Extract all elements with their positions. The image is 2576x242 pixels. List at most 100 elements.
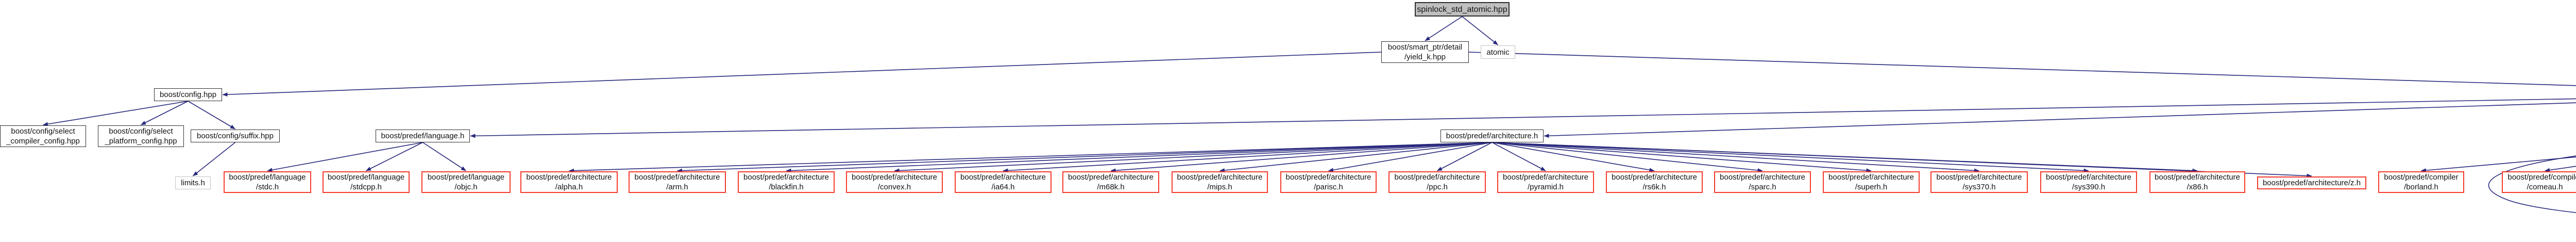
graph-node-rs6k[interactable]: boost/predef/architecture/rs6k.h xyxy=(1606,171,1703,193)
graph-node-objc[interactable]: boost/predef/language/objc.h xyxy=(421,171,511,193)
edge-yield_k-predef xyxy=(1468,52,2576,86)
graph-node-label: /convex.h xyxy=(877,183,911,191)
edge-arch-pyramid xyxy=(1492,142,1546,171)
graph-node-label: boost/predef/compiler xyxy=(2507,173,2576,182)
graph-node-label: boost/predef/language xyxy=(327,173,405,182)
graph-node-label: boost/smart_ptr/detail xyxy=(1387,43,1463,52)
graph-node-sparc[interactable]: boost/predef/architecture/sparc.h xyxy=(1714,171,1811,193)
graph-node-label: /borland.h xyxy=(2404,183,2438,191)
edge-arch-sys390 xyxy=(1492,142,2089,173)
edge-predef-arch xyxy=(1544,102,2576,138)
graph-node-label: boost/predef/architecture xyxy=(1285,173,1371,182)
graph-node-label: boost/config/select xyxy=(109,127,173,136)
graph-node-x86[interactable]: boost/predef/architecture/x86.h xyxy=(2149,171,2245,193)
graph-node-label: /arm.h xyxy=(666,183,688,191)
graph-node-sel_plat[interactable]: boost/config/select_platform_config.hpp xyxy=(98,125,184,147)
edge-predef-language xyxy=(470,98,2576,138)
graph-node-stdc[interactable]: boost/predef/language/stdc.h xyxy=(224,171,311,193)
graph-node-label: boost/predef/architecture xyxy=(1936,173,2022,182)
graph-node-pyramid[interactable]: boost/predef/architecture/pyramid.h xyxy=(1497,171,1594,193)
graph-node-blackfin[interactable]: boost/predef/architecture/blackfin.h xyxy=(738,171,835,193)
graph-node-label: boost/config/suffix.hpp xyxy=(197,132,274,140)
edge-compiler-clang xyxy=(2488,155,2576,213)
edge-arch-blackfin xyxy=(786,142,1493,173)
edge-yield_k-config xyxy=(222,52,1382,97)
edge-config-sel_plat xyxy=(141,101,189,125)
graph-node-atomic: atomic xyxy=(1481,45,1515,59)
graph-node-label: limits.h xyxy=(181,179,205,187)
graph-node-label: boost/config/select xyxy=(11,127,75,136)
graph-node-label: /x86.h xyxy=(2187,183,2208,191)
edge-arch-parisc xyxy=(1328,142,1493,172)
graph-node-ia64[interactable]: boost/predef/architecture/ia64.h xyxy=(955,171,1052,193)
graph-node-label: boost/predef/language xyxy=(229,173,306,182)
graph-node-label: boost/predef/language.h xyxy=(381,132,465,140)
graph-node-borland[interactable]: boost/predef/compiler/borland.h xyxy=(2378,171,2464,193)
graph-node-z[interactable]: boost/predef/architecture/z.h xyxy=(2257,176,2366,189)
graph-node-label: /pyramid.h xyxy=(1527,183,1564,191)
edge-language-stdc xyxy=(267,142,423,172)
edge-arch-ppc xyxy=(1437,142,1493,171)
graph-node-label: boost/predef/architecture xyxy=(634,173,720,182)
graph-node-label: /sys370.h xyxy=(1962,183,1996,191)
graph-node-sys370[interactable]: boost/predef/architecture/sys370.h xyxy=(1930,171,2028,193)
graph-node-label: /stdc.h xyxy=(256,183,279,191)
edge-arch-z xyxy=(1492,142,2312,178)
graph-node-label: /objc.h xyxy=(454,183,478,191)
graph-node-alpha[interactable]: boost/predef/architecture/alpha.h xyxy=(520,171,618,193)
graph-node-config[interactable]: boost/config.hpp xyxy=(154,88,222,101)
graph-node-label: /ia64.h xyxy=(991,183,1015,191)
graph-node-label: boost/predef/architecture xyxy=(1828,173,1914,182)
edge-arch-convex xyxy=(894,142,1493,173)
graph-node-suffix[interactable]: boost/config/suffix.hpp xyxy=(191,130,280,142)
graph-node-mips[interactable]: boost/predef/architecture/mips.h xyxy=(1172,171,1268,193)
graph-node-ppc[interactable]: boost/predef/architecture/ppc.h xyxy=(1388,171,1486,193)
edge-arch-alpha xyxy=(569,142,1493,173)
edge-suffix-limits xyxy=(193,142,235,176)
graph-node-sys390[interactable]: boost/predef/architecture/sys390.h xyxy=(2040,171,2137,193)
graph-node-stdcpp[interactable]: boost/predef/language/stdcpp.h xyxy=(323,171,410,193)
graph-node-label: /m68k.h xyxy=(1097,183,1125,191)
edge-root-atomic xyxy=(1462,16,1498,45)
edge-arch-arm xyxy=(677,142,1493,173)
graph-node-label: boost/predef/architecture xyxy=(1612,173,1697,182)
graph-node-label: boost/predef/architecture xyxy=(1068,173,1154,182)
graph-node-label: boost/predef/architecture xyxy=(743,173,829,182)
graph-node-label: _compiler_config.hpp xyxy=(6,137,80,146)
edge-language-objc xyxy=(422,142,466,171)
graph-node-label: /sparc.h xyxy=(1749,183,1776,191)
graph-node-label: /mips.h xyxy=(1207,183,1232,191)
graph-node-parisc[interactable]: boost/predef/architecture/parisc.h xyxy=(1280,171,1377,193)
graph-node-arch[interactable]: boost/predef/architecture.h xyxy=(1440,130,1544,142)
graph-node-label: /rs6k.h xyxy=(1642,183,1666,191)
graph-node-comeau[interactable]: boost/predef/compiler/comeau.h xyxy=(2502,171,2576,193)
graph-node-superh[interactable]: boost/predef/architecture/superh.h xyxy=(1823,171,1920,193)
graph-node-sel_comp[interactable]: boost/config/select_compiler_config.hpp xyxy=(0,125,86,147)
graph-node-label: boost/predef/architecture/z.h xyxy=(2262,179,2361,187)
graph-node-root[interactable]: spinlock_std_atomic.hpp xyxy=(1415,2,1510,17)
graph-node-label: boost/predef/architecture xyxy=(1503,173,1588,182)
graph-node-label: /comeau.h xyxy=(2527,183,2563,191)
graph-node-label: boost/predef/architecture xyxy=(526,173,612,182)
edge-config-suffix xyxy=(188,101,235,130)
edge-arch-sys370 xyxy=(1492,142,1979,173)
graph-node-convex[interactable]: boost/predef/architecture/convex.h xyxy=(846,171,943,193)
graph-node-label: boost/predef/architecture xyxy=(1394,173,1480,182)
graph-node-label: boost/predef/architecture xyxy=(1720,173,1805,182)
graph-node-label: /stdcpp.h xyxy=(350,183,382,191)
edge-language-stdcpp xyxy=(366,142,423,171)
graph-node-limits: limits.h xyxy=(175,176,211,189)
graph-node-label: boost/predef/architecture xyxy=(1177,173,1263,182)
graph-node-label: boost/predef/architecture xyxy=(2155,173,2240,182)
graph-node-label: /parisc.h xyxy=(1314,183,1343,191)
graph-node-yield_k[interactable]: boost/smart_ptr/detail/yield_k.hpp xyxy=(1381,41,1469,63)
graph-node-m68k[interactable]: boost/predef/architecture/m68k.h xyxy=(1062,171,1159,193)
edge-arch-sparc xyxy=(1492,142,1763,172)
graph-node-label: spinlock_std_atomic.hpp xyxy=(1417,5,1507,14)
graph-node-label: boost/predef/compiler xyxy=(2384,173,2459,182)
graph-node-language[interactable]: boost/predef/language.h xyxy=(376,130,470,142)
edge-arch-mips xyxy=(1219,142,1493,172)
edge-compiler-borland xyxy=(2421,156,2576,173)
graph-node-label: boost/predef/architecture.h xyxy=(1446,132,1538,140)
graph-node-arm[interactable]: boost/predef/architecture/arm.h xyxy=(629,171,726,193)
